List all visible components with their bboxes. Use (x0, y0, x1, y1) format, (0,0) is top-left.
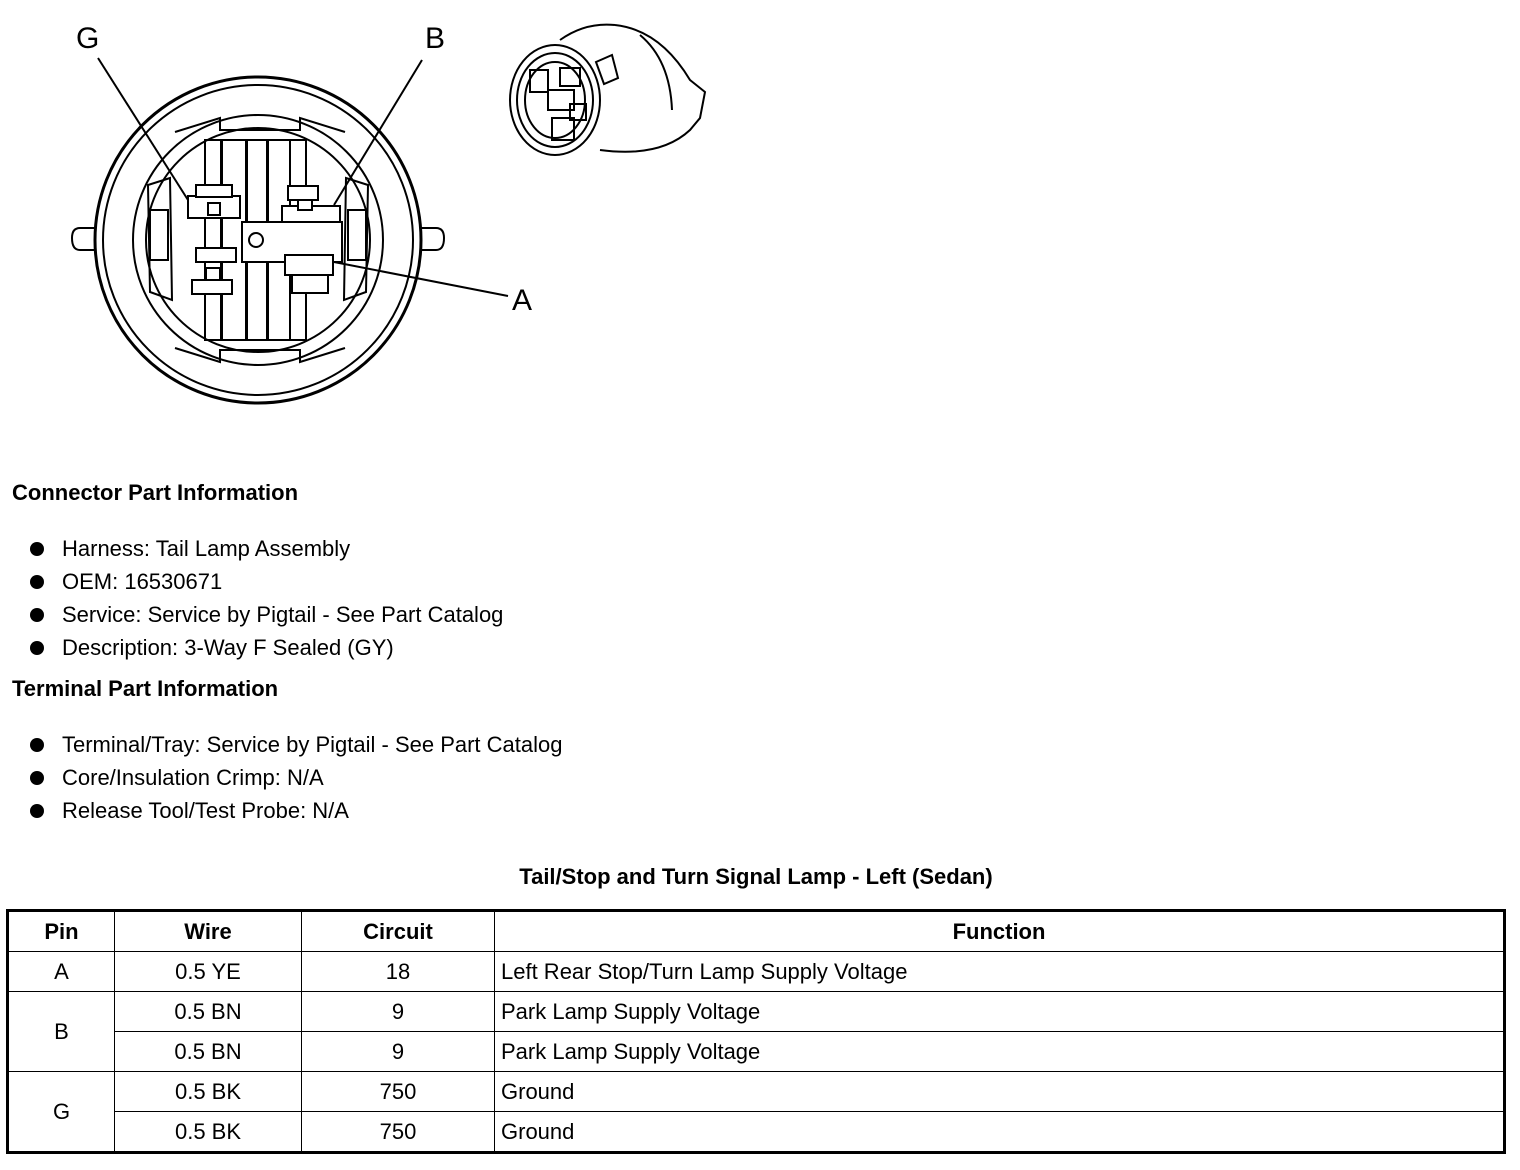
header-function: Function (494, 910, 1505, 952)
list-item: Terminal/Tray: Service by Pigtail - See … (28, 728, 563, 761)
cell-wire: 0.5 YE (114, 951, 302, 992)
cell-function: Park Lamp Supply Voltage (494, 1031, 1505, 1072)
connector-diagram: G B A (0, 0, 760, 430)
callout-g: G (76, 22, 100, 55)
table-row: 0.5 BK 750 Ground (8, 1111, 1505, 1153)
list-item: Harness: Tail Lamp Assembly (28, 532, 503, 565)
pinout-table: Pin Wire Circuit Function A 0.5 YE 18 Le… (6, 909, 1506, 1154)
connector-part-heading: Connector Part Information (12, 480, 299, 505)
terminal-part-heading: Terminal Part Information (12, 676, 279, 701)
cell-wire: 0.5 BK (114, 1071, 302, 1112)
list-item: OEM: 16530671 (28, 565, 503, 598)
connector-perspective-view (509, 23, 707, 156)
cell-function: Ground (494, 1071, 1505, 1112)
table-row: B 0.5 BN 9 Park Lamp Supply Voltage (7, 991, 1505, 1072)
cell-circuit: 9 (301, 991, 495, 1032)
list-item: Core/Insulation Crimp: N/A (28, 761, 563, 794)
connector-part-list: Harness: Tail Lamp Assembly OEM: 1653067… (28, 532, 503, 664)
callout-b: B (425, 22, 446, 55)
list-item: Release Tool/Test Probe: N/A (28, 794, 563, 827)
header-circuit: Circuit (301, 910, 495, 952)
cell-circuit: 750 (301, 1071, 495, 1112)
cell-pin: G (7, 1071, 115, 1153)
cell-circuit: 750 (301, 1111, 495, 1153)
terminal-part-list: Terminal/Tray: Service by Pigtail - See … (28, 728, 563, 827)
cell-circuit: 18 (301, 951, 495, 992)
cell-wire: 0.5 BK (114, 1111, 302, 1153)
list-item: Description: 3-Way F Sealed (GY) (28, 631, 503, 664)
cell-function: Left Rear Stop/Turn Lamp Supply Voltage (494, 951, 1505, 992)
cell-circuit: 9 (301, 1031, 495, 1072)
cell-wire: 0.5 BN (114, 1031, 302, 1072)
callout-a: A (512, 284, 533, 317)
list-item: Service: Service by Pigtail - See Part C… (28, 598, 503, 631)
header-pin: Pin (7, 910, 115, 952)
table-row: G 0.5 BK 750 Ground (7, 1071, 1505, 1153)
cell-pin: B (7, 991, 115, 1072)
table-row: A 0.5 YE 18 Left Rear Stop/Turn Lamp Sup… (7, 951, 1505, 992)
cell-wire: 0.5 BN (114, 991, 302, 1032)
table-title: Tail/Stop and Turn Signal Lamp - Left (S… (519, 864, 993, 889)
table-row: 0.5 BN 9 Park Lamp Supply Voltage (8, 1031, 1505, 1072)
header-wire: Wire (114, 910, 302, 952)
cell-pin: A (7, 951, 115, 992)
connector-face-illustration (70, 23, 707, 405)
table-header-row: Pin Wire Circuit Function (7, 910, 1505, 952)
cell-function: Ground (494, 1111, 1505, 1153)
cell-function: Park Lamp Supply Voltage (494, 991, 1505, 1032)
